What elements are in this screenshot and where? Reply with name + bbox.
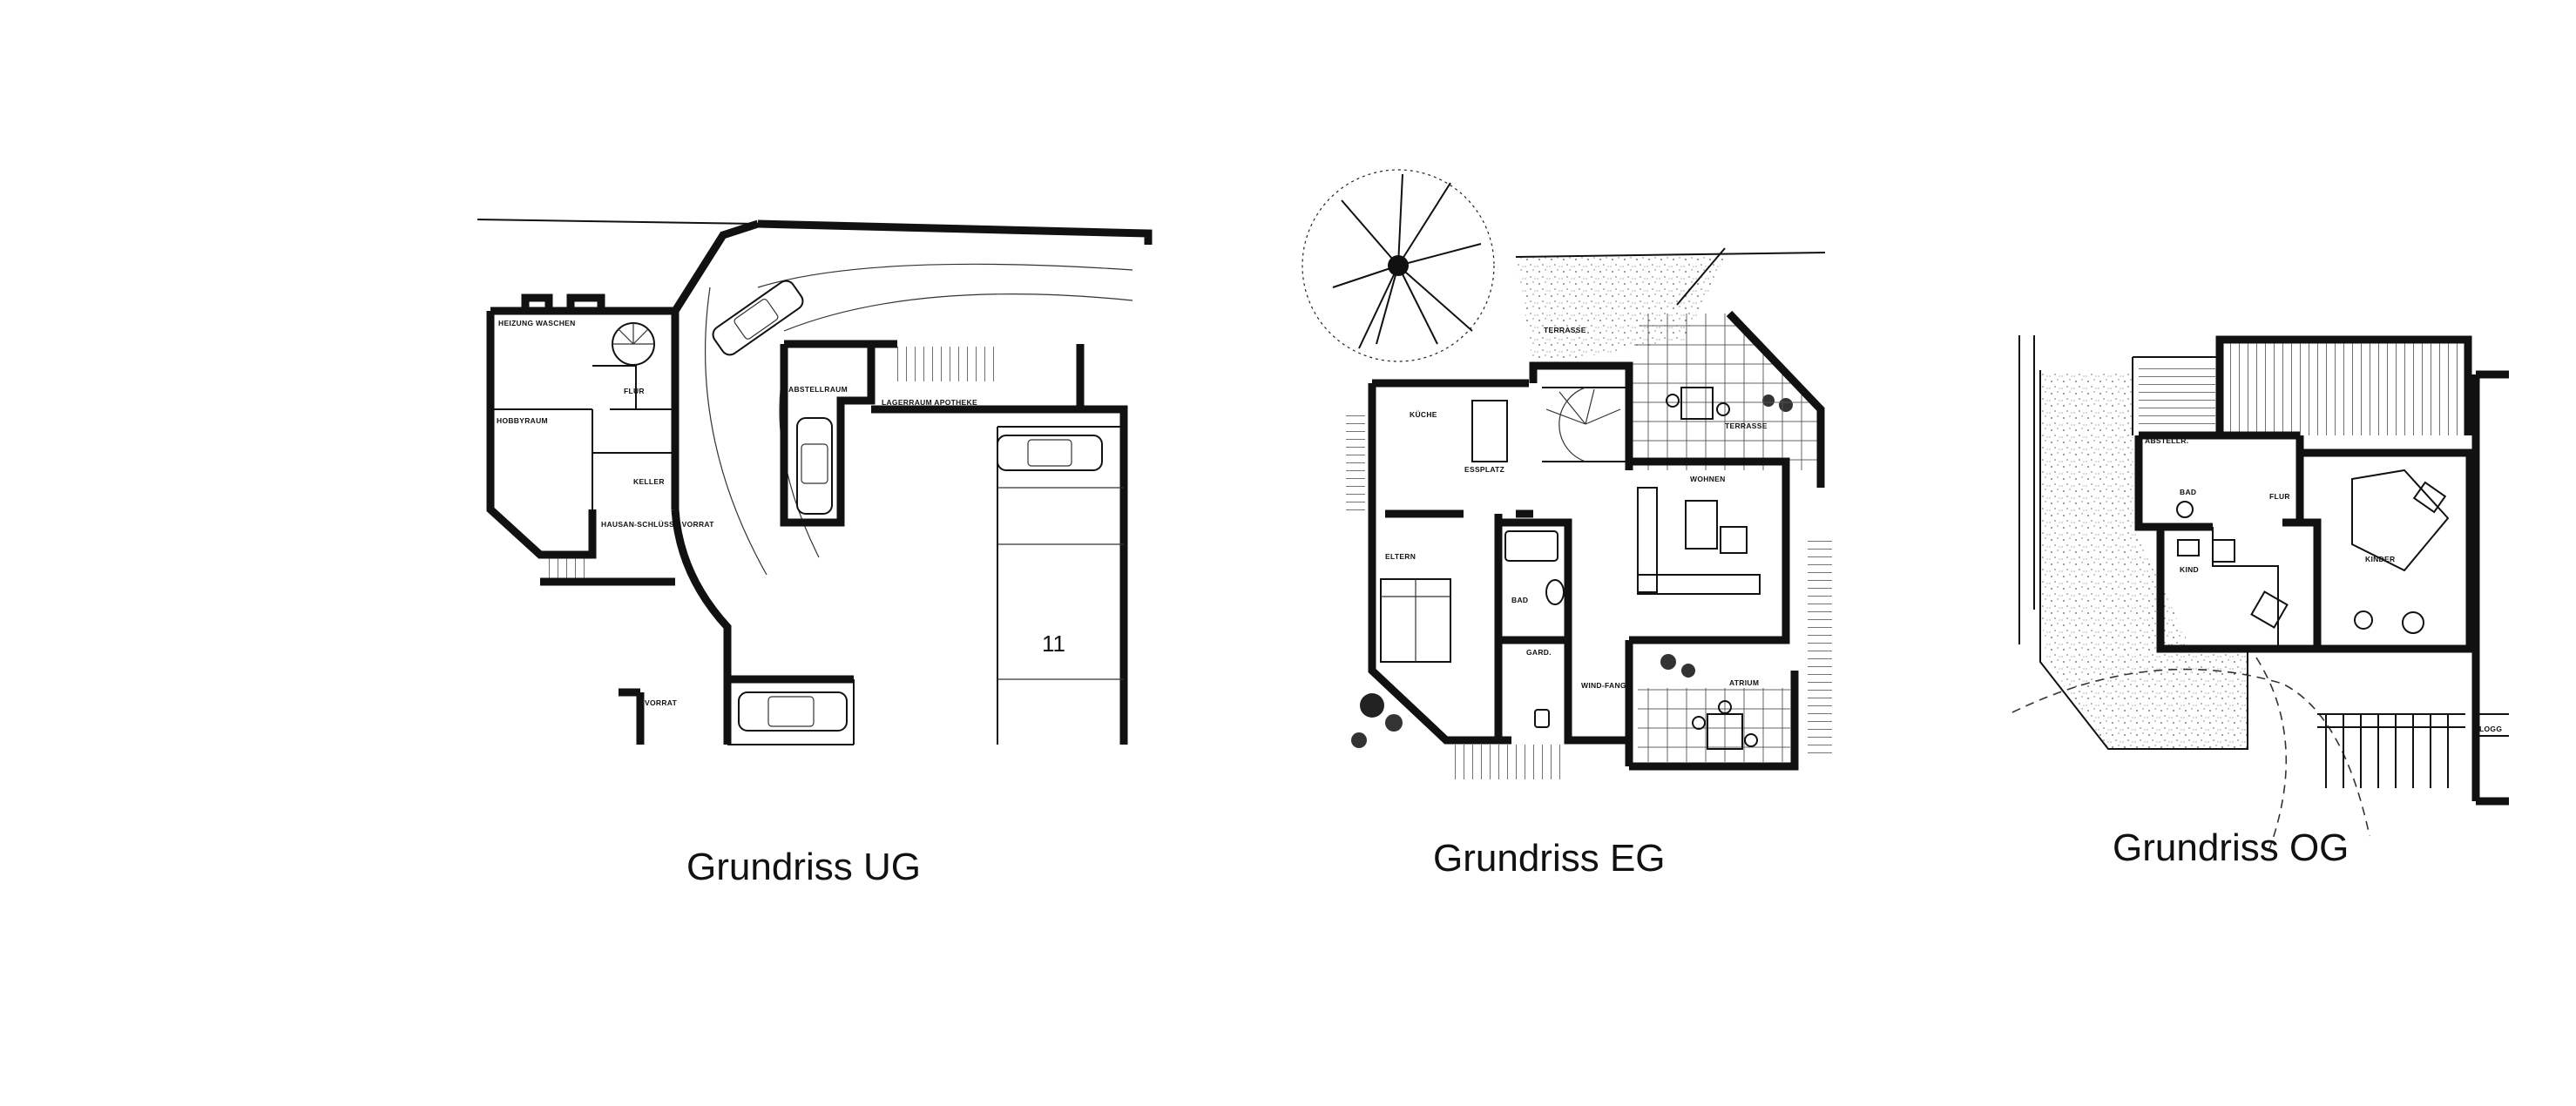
car-icon: [997, 435, 1103, 471]
room-label: WOHNEN: [1690, 475, 1726, 483]
kitchen-counter: [1471, 400, 1508, 462]
room-label: ELTERN: [1385, 552, 1416, 561]
caption-ug: Grundriss UG: [686, 846, 921, 888]
room-label: ESSPLATZ: [1464, 465, 1504, 474]
plan-eg: TERRASSE TERRASSE KÜCHE ESSPLATZ WOHNEN …: [1302, 169, 1832, 779]
bathtub-icon: [1504, 530, 1565, 728]
sofa-icon: [1637, 487, 1761, 595]
bed-icon: [1380, 578, 1451, 663]
railing-icon: [2317, 713, 2465, 788]
plan-ug: HEIZUNG WASCHEN FLUR HOBBYRAUM KELLER HA…: [477, 219, 1153, 745]
balcony-railing: [2220, 340, 2468, 435]
room-label: FLUR: [624, 387, 645, 395]
spiral-stair-icon: [612, 322, 655, 366]
bathtub-icon: [2176, 501, 2235, 563]
room-label: KIND: [2180, 565, 2199, 574]
room-label: KÜCHE: [1410, 410, 1437, 419]
parking-number: 11: [1042, 631, 1065, 657]
room-label: VORRAT: [645, 698, 678, 707]
room-label: LAGERRAUM APOTHEKE: [882, 398, 977, 407]
plan-og: ABSTELLR. BAD FLUR KIND KINDER LOGG: [2011, 335, 2509, 850]
stair-icon: [1808, 540, 1832, 758]
room-label: HEIZUNG WASCHEN: [498, 319, 576, 327]
tree-icon: [1302, 169, 1495, 362]
desk-icon: [2250, 469, 2450, 634]
caption-og: Grundriss OG: [2113, 826, 2349, 869]
stair-icon: [2139, 361, 2215, 431]
room-label: LOGG: [2479, 725, 2502, 733]
room-label: HOBBYRAUM: [497, 416, 548, 425]
room-label: HAUSAN-SCHLÜSSE VORRAT: [601, 520, 714, 529]
car-icon: [738, 691, 848, 732]
spiral-stair-icon: [1542, 387, 1630, 462]
car-icon: [712, 280, 804, 356]
stair-icon: [1455, 745, 1568, 779]
table-icon: [1692, 700, 1758, 750]
stair-icon: [897, 347, 1002, 381]
room-label: ABSTELLRAUM: [788, 385, 848, 394]
room-label: BAD: [2180, 488, 2196, 496]
room-label: WIND-FANG: [1581, 681, 1626, 690]
room-label: KINDER: [2365, 555, 2395, 563]
stair-icon: [1346, 409, 1365, 514]
room-label: ATRIUM: [1729, 678, 1759, 687]
car-icon: [796, 417, 833, 515]
room-label: KELLER: [633, 477, 665, 486]
table-icon: [1666, 387, 1730, 420]
room-label: GARD.: [1526, 648, 1552, 657]
room-label: TERRASSE: [1544, 326, 1586, 334]
room-label: ABSTELLR.: [2145, 436, 2188, 445]
caption-eg: Grundriss EG: [1433, 837, 1666, 880]
room-label: FLUR: [2269, 492, 2290, 501]
room-label: BAD: [1511, 596, 1528, 604]
room-label: TERRASSE: [1725, 421, 1768, 430]
